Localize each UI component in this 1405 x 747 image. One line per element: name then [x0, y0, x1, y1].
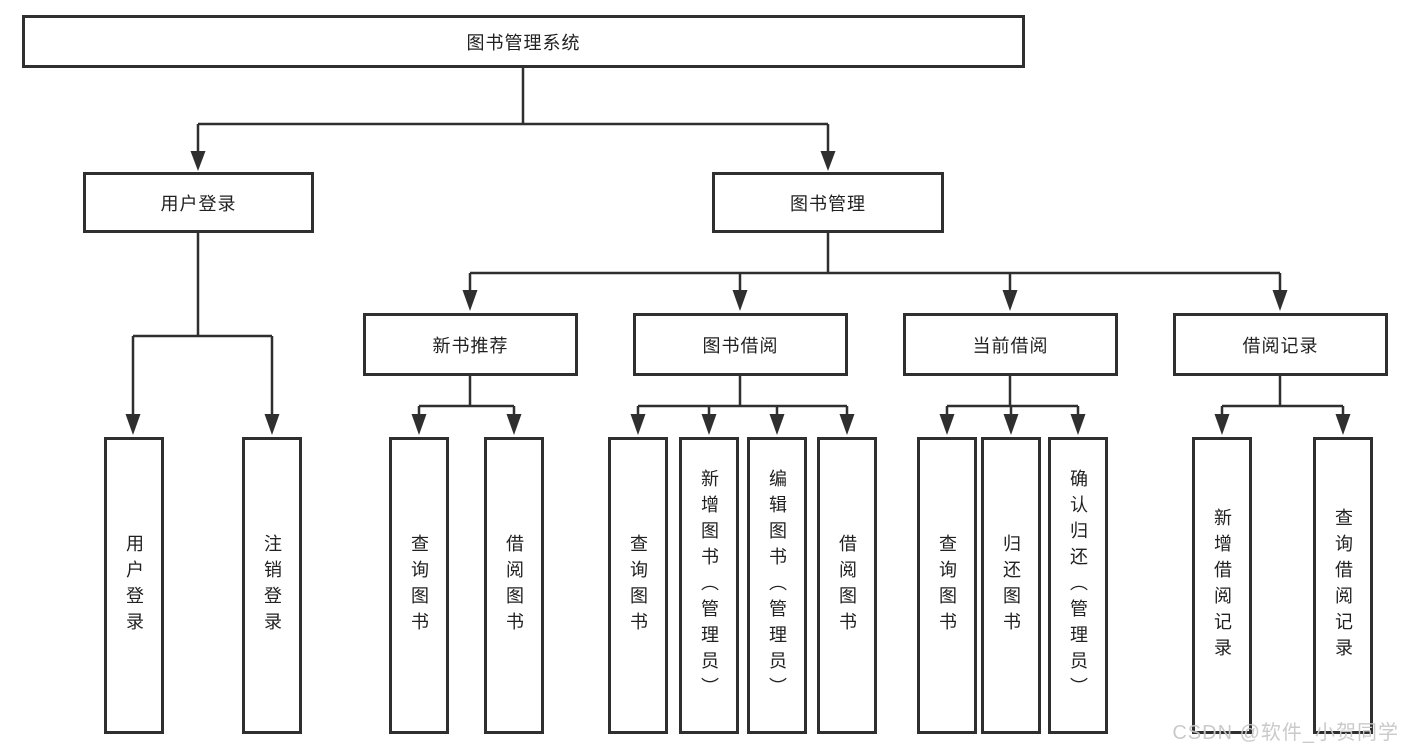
leaf-borrow-edit-book-admin-label: 编辑图书（管理员）	[767, 468, 787, 703]
node-book-mgmt-label: 图书管理	[790, 193, 866, 214]
leaf-borrow-borrow-book-label: 借阅图书	[837, 533, 857, 638]
node-current-borrow: 当前借阅	[903, 313, 1118, 376]
leaf-records-query-record-label: 查询借阅记录	[1333, 507, 1353, 664]
node-root: 图书管理系统	[22, 15, 1025, 68]
leaf-logout-label: 注销登录	[262, 533, 282, 638]
node-borrow-records-label: 借阅记录	[1242, 335, 1319, 356]
node-book-borrow: 图书借阅	[633, 313, 848, 376]
leaf-current-return-book: 归还图书	[981, 437, 1041, 734]
leaf-records-add-record: 新增借阅记录	[1192, 437, 1252, 734]
leaf-logout: 注销登录	[242, 437, 302, 734]
leaf-recommend-query-book: 查询图书	[389, 437, 449, 734]
leaf-borrow-query-book: 查询图书	[608, 437, 668, 734]
node-new-book-recommend-label: 新书推荐	[432, 335, 509, 356]
leaf-borrow-query-book-label: 查询图书	[628, 533, 648, 638]
leaf-current-confirm-return-admin: 确认归还（管理员）	[1048, 437, 1108, 734]
node-root-label: 图书管理系统	[466, 32, 581, 53]
leaf-records-add-record-label: 新增借阅记录	[1212, 507, 1232, 664]
node-user-login: 用户登录	[83, 172, 314, 233]
leaf-borrow-borrow-book: 借阅图书	[817, 437, 877, 734]
leaf-borrow-add-book-admin-label: 新增图书（管理员）	[699, 468, 719, 703]
csdn-watermark: CSDN @软件_小贺同学	[1172, 722, 1399, 744]
leaf-current-query-book-label: 查询图书	[937, 533, 957, 638]
leaf-current-confirm-return-admin-label: 确认归还（管理员）	[1068, 468, 1088, 703]
node-new-book-recommend: 新书推荐	[363, 313, 578, 376]
node-book-borrow-label: 图书借阅	[702, 335, 779, 356]
node-user-login-label: 用户登录	[160, 193, 237, 214]
leaf-recommend-query-book-label: 查询图书	[409, 533, 429, 638]
leaf-recommend-borrow-book-label: 借阅图书	[504, 533, 524, 638]
node-borrow-records: 借阅记录	[1173, 313, 1388, 376]
leaf-user-login-label: 用户登录	[124, 533, 144, 638]
arrowheads	[125, 151, 1351, 435]
leaf-records-query-record: 查询借阅记录	[1313, 437, 1373, 734]
node-current-borrow-label: 当前借阅	[972, 335, 1049, 356]
leaf-borrow-edit-book-admin: 编辑图书（管理员）	[747, 437, 807, 734]
leaf-current-query-book: 查询图书	[917, 437, 977, 734]
leaf-recommend-borrow-book: 借阅图书	[484, 437, 544, 734]
leaf-current-return-book-label: 归还图书	[1001, 533, 1021, 638]
leaf-user-login: 用户登录	[104, 437, 164, 734]
leaf-borrow-add-book-admin: 新增图书（管理员）	[679, 437, 739, 734]
node-book-mgmt: 图书管理	[712, 172, 944, 233]
